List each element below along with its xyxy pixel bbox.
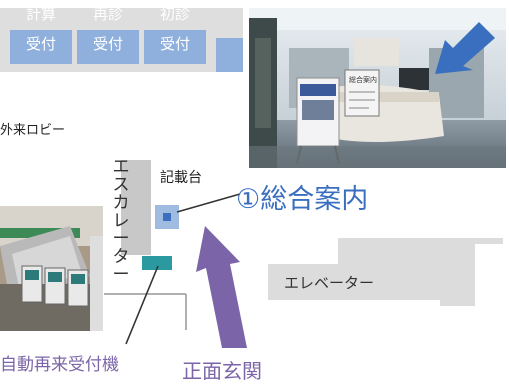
counter-keisan-line2: 受付 (25, 35, 56, 53)
escalator-char-1: エ (112, 157, 130, 177)
kisaidai-label: 記載台 (160, 170, 202, 186)
escalator-char-7: ー (112, 265, 130, 285)
counter-shoshin-line1: 初診 (159, 5, 190, 23)
escalator-photo (0, 206, 103, 331)
escalator-char-5: ー (112, 229, 130, 249)
counter-saishin-line2: 受付 (92, 35, 123, 53)
counter-keisan: 計算 受付 (10, 6, 72, 64)
lobby-label: 外来ロビー (0, 123, 66, 138)
auto-machine-label: 自動再来受付機 (0, 355, 119, 375)
photo-sign-title: 総合案内 (349, 75, 377, 84)
main-entrance-label: 正面玄関 (182, 359, 262, 383)
info-desk-label: ①総合案内 (236, 184, 369, 215)
escalator-char-2: ス (112, 175, 130, 195)
auto-machine-marker (142, 256, 172, 270)
elevator-block (268, 238, 503, 306)
counter-edge (216, 38, 243, 72)
escalator-bar (121, 160, 151, 255)
info-desk-photo: 総合案内 (249, 8, 506, 168)
auto-machine-leader (125, 265, 159, 345)
elevator-label: エレベーター (284, 274, 375, 292)
info-desk-leader (176, 193, 241, 213)
escalator-label: エ ス カ レ ー タ ー (112, 158, 130, 284)
counter-shoshin-line2: 受付 (159, 35, 190, 53)
counter-saishin: 再診 受付 (77, 6, 139, 64)
info-desk-marker-dot (163, 213, 171, 221)
escalator-char-4: レ (112, 211, 130, 231)
escalator-char-3: カ (112, 193, 130, 213)
counter-saishin-line1: 再診 (92, 5, 123, 23)
counter-shoshin: 初診 受付 (144, 6, 206, 64)
escalator-char-6: タ (112, 247, 130, 267)
info-desk-marker (155, 205, 179, 229)
main-entrance-arrow (196, 226, 247, 348)
counter-keisan-line1: 計算 (25, 5, 56, 23)
